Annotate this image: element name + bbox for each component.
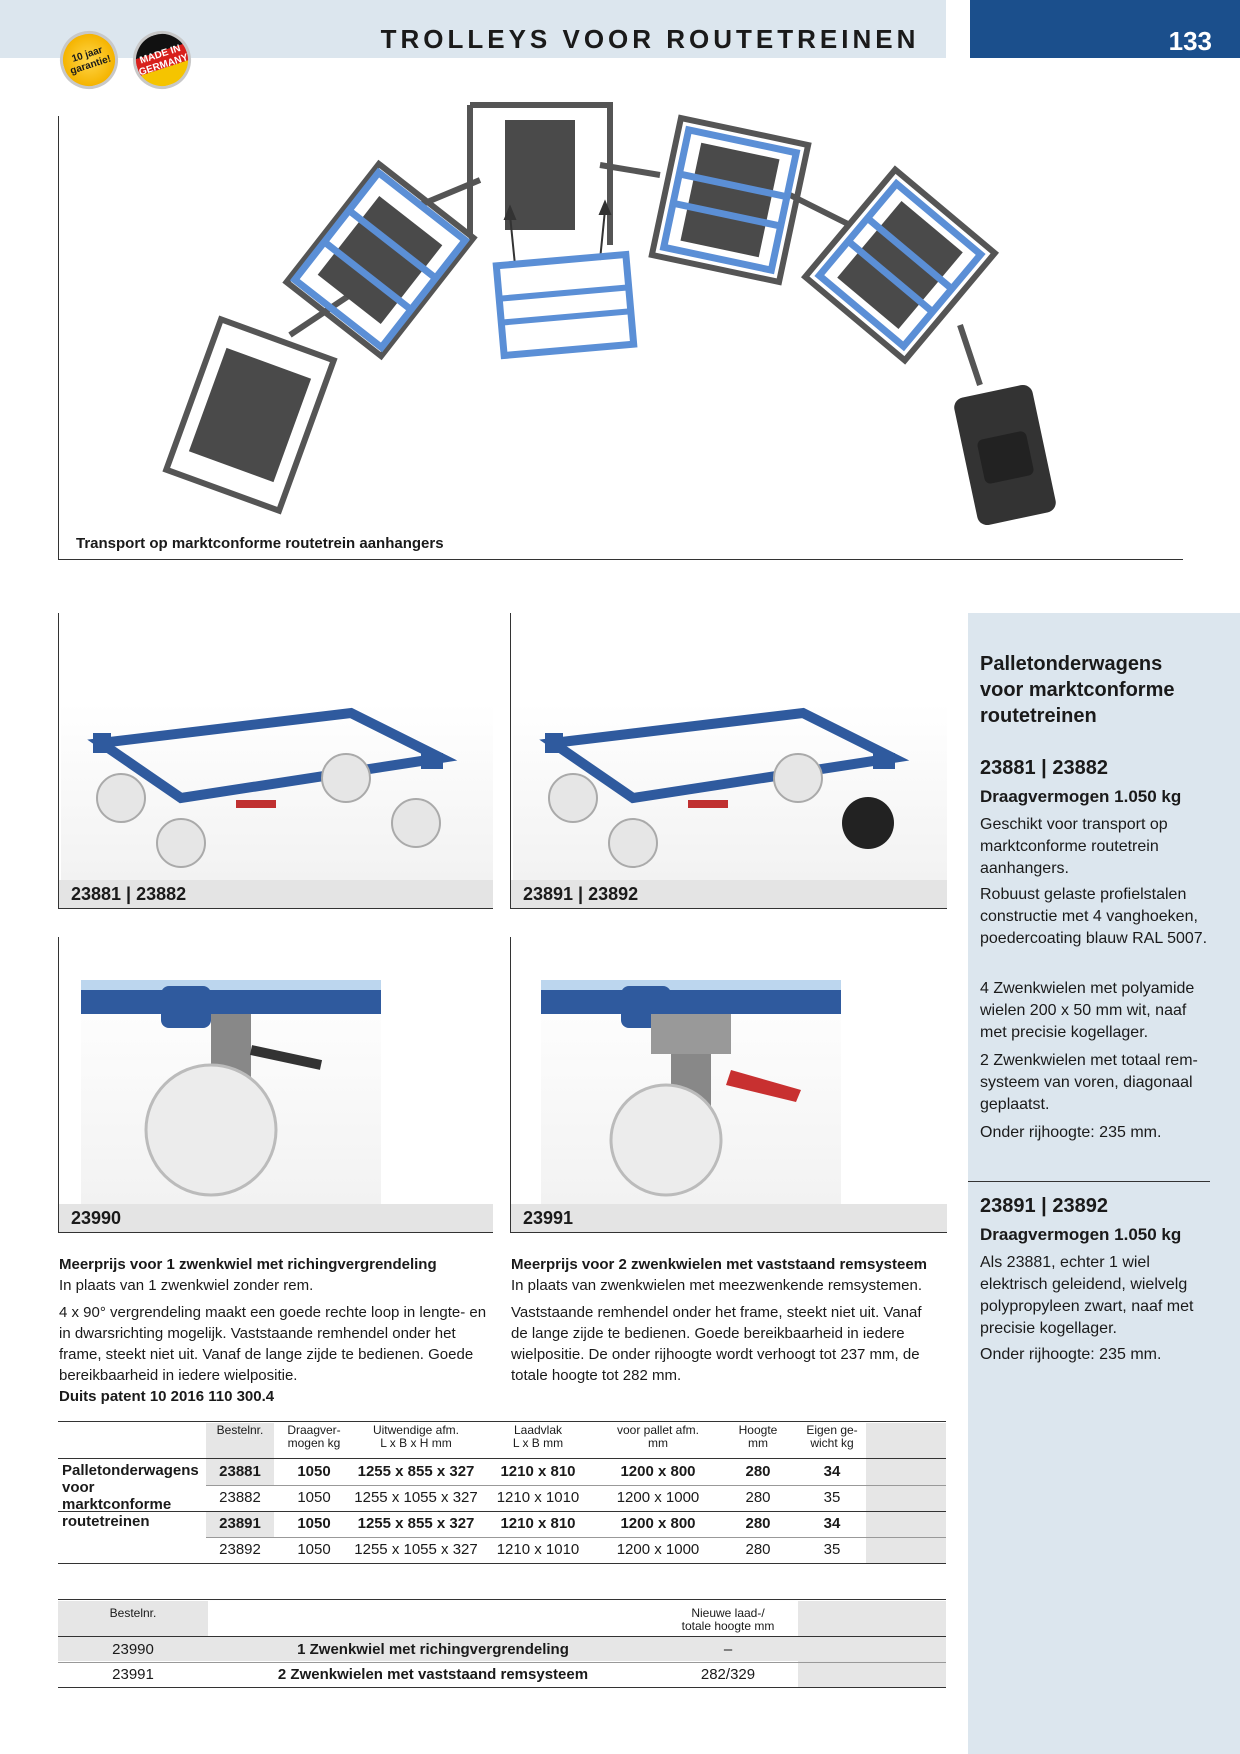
spec-table-header-cell: Draagver- mogen kg bbox=[287, 1423, 341, 1450]
sidebar-text-1: Geschikt voor transport op marktconforme… bbox=[980, 816, 1168, 877]
spec-table-cell: 23882 bbox=[219, 1489, 261, 1506]
spec-table-cell: 1200 x 1000 bbox=[616, 1541, 700, 1558]
option-1-description: Meerprijs voor 1 zwenkwiel met richingve… bbox=[59, 1254, 489, 1407]
sidebar-capacity-2: Draagvermogen 1.050 kg bbox=[980, 1225, 1182, 1244]
option-table-cell: 282/329 bbox=[700, 1666, 756, 1683]
spec-table-cell: 1255 x 1055 x 327 bbox=[354, 1541, 478, 1558]
sidebar-text-3: 4 Zwenkwielen met polyamide wielen 200 x… bbox=[980, 980, 1195, 1041]
spec-table-cell: 280 bbox=[745, 1463, 771, 1480]
spec-table-cell: 280 bbox=[745, 1489, 771, 1506]
panel-caption-2: 23891 | 23892 bbox=[511, 880, 947, 909]
option-2-paragraph: Vaststaande remhendel onder het frame, s… bbox=[511, 1304, 922, 1384]
spec-table-cell: 1210 x 810 bbox=[500, 1463, 576, 1480]
spec-table-cell: 1050 bbox=[297, 1463, 331, 1480]
sidebar-divider bbox=[968, 1181, 1210, 1182]
option-table-cell: 23991 bbox=[112, 1666, 154, 1683]
option-table-cell: 2 Zwenkwielen met vaststaand remsysteem bbox=[277, 1666, 589, 1683]
product-sidebar bbox=[968, 613, 1240, 1754]
product-photo-panel-4: 23991 bbox=[510, 937, 947, 1233]
spec-table-cell: 23891 bbox=[219, 1515, 261, 1532]
spec-table-cell: 1200 x 800 bbox=[620, 1515, 696, 1532]
trolley-photo-1 bbox=[61, 703, 493, 881]
trolley-blue-conductive-wheel-icon bbox=[539, 707, 910, 868]
spec-table-cell: 23881 bbox=[219, 1463, 261, 1480]
warranty-badge-text: 10 jaar garantie! bbox=[68, 44, 113, 77]
product-photo-panel-3: 23990 bbox=[58, 937, 493, 1233]
product-spec-table: Bestelnr. Draagver- mogen kg Uitwendige af… bbox=[58, 1421, 946, 1565]
spec-table-cell: 1200 x 1000 bbox=[616, 1489, 700, 1506]
swivel-wheel-direction-lock-icon bbox=[81, 980, 381, 1197]
spec-table-cell: 1255 x 855 x 327 bbox=[357, 1515, 475, 1532]
option-2-description: Meerprijs voor 2 zwenkwielen met vaststa… bbox=[511, 1254, 941, 1386]
spec-table-cell: 1210 x 1010 bbox=[496, 1541, 580, 1558]
spec-table-cell: 1255 x 1055 x 327 bbox=[354, 1489, 478, 1506]
panel-caption-3: 23990 bbox=[59, 1204, 493, 1233]
spec-table-header-cell: voor pallet afm. mm bbox=[616, 1423, 700, 1450]
spec-table-cell: 34 bbox=[823, 1515, 841, 1532]
hero-caption: Transport op marktconforme routetrein aa… bbox=[76, 535, 444, 552]
option-table-header-bestelnr: Bestelnr. bbox=[109, 1606, 157, 1620]
spec-table-header-cell: Eigen ge- wicht kg bbox=[806, 1423, 858, 1450]
spec-table-cell: 1050 bbox=[297, 1515, 331, 1532]
option-price-table: Bestelnr. Nieuwe laad-/ totale hoogte mm… bbox=[58, 1599, 946, 1689]
panel-caption-1: 23881 | 23882 bbox=[59, 880, 493, 909]
sidebar-text-7: Onder rijhoogte: 235 mm. bbox=[980, 1346, 1162, 1363]
option-table-cell: 1 Zwenkwiel met richingvergrendeling bbox=[297, 1641, 569, 1658]
spec-table-cell: 35 bbox=[823, 1489, 841, 1506]
spec-table-cell: 35 bbox=[823, 1541, 841, 1558]
fixed-brake-photo bbox=[541, 980, 841, 1205]
option-2-line: In plaats van zwenkwielen met meezwenken… bbox=[511, 1277, 923, 1294]
option-1-paragraph: 4 x 90° vergrendeling maakt een goede re… bbox=[59, 1304, 487, 1384]
spec-table-row-label: Palletonderwagens voor marktconforme rou… bbox=[62, 1462, 199, 1530]
option-1-patent: Duits patent 10 2016 110 300.4 bbox=[59, 1388, 275, 1405]
page-title: TROLLEYS VOOR ROUTETREINEN bbox=[380, 24, 920, 54]
option-table-cell: – bbox=[723, 1641, 733, 1658]
page-number: 133 bbox=[1168, 26, 1212, 56]
sidebar-title: Palletonderwagens voor marktconforme rou… bbox=[980, 653, 1175, 727]
spec-table-header-cell: Uitwendige afm. L x B x H mm bbox=[372, 1423, 460, 1450]
spec-table-cell: 1255 x 855 x 327 bbox=[357, 1463, 475, 1480]
spec-table-header-cell: Hoogte mm bbox=[738, 1423, 778, 1450]
option-2-heading: Meerprijs voor 2 zwenkwielen met vaststa… bbox=[511, 1256, 928, 1273]
option-1-heading: Meerprijs voor 1 zwenkwiel met richingve… bbox=[59, 1256, 437, 1273]
spec-table-cell: 1200 x 800 bbox=[620, 1463, 696, 1480]
option-table-cell: 23990 bbox=[112, 1641, 154, 1658]
wheel-lock-photo bbox=[81, 980, 381, 1205]
product-photo-panel-1: 23881 | 23882 bbox=[58, 613, 493, 909]
spec-table-cell: 280 bbox=[745, 1515, 771, 1532]
spec-table-cell: 34 bbox=[823, 1463, 841, 1480]
option-table-header-height: Nieuwe laad-/ totale hoogte mm bbox=[681, 1606, 775, 1633]
spec-table-cell: 1210 x 810 bbox=[500, 1515, 576, 1532]
page-number-box: 133 bbox=[970, 0, 1240, 58]
trolley-photo-2 bbox=[513, 703, 947, 881]
sidebar-text-6: Als 23881, echter 1 wiel elektrisch gele… bbox=[980, 1254, 1194, 1337]
swivel-wheel-fixed-brake-icon bbox=[541, 980, 841, 1197]
sidebar-code-2: 23891 | 23892 bbox=[980, 1195, 1108, 1217]
made-in-germany-text: MADE IN GERMANY bbox=[137, 43, 190, 79]
sidebar-code-1: 23881 | 23882 bbox=[980, 757, 1108, 779]
sidebar-text-4: 2 Zwenkwielen met totaal rem-systeem van… bbox=[980, 1052, 1198, 1113]
option-1-line: In plaats van 1 zwenkwiel zonder rem. bbox=[59, 1277, 314, 1294]
sidebar-text-5: Onder rijhoogte: 235 mm. bbox=[980, 1124, 1162, 1141]
product-photo-panel-2: 23891 | 23892 bbox=[510, 613, 947, 909]
spec-table-cell: 1050 bbox=[297, 1489, 331, 1506]
trolley-blue-4-wheel-icon bbox=[87, 707, 458, 868]
panel-caption-4: 23991 bbox=[511, 1204, 947, 1233]
sidebar-text-2: Robuust gelaste profielstalen constructi… bbox=[980, 886, 1208, 947]
spec-table-header-cell: Bestelnr. bbox=[216, 1423, 264, 1437]
sidebar-capacity-1: Draagvermogen 1.050 kg bbox=[980, 787, 1182, 806]
hero-frame bbox=[58, 116, 1183, 560]
spec-table-header-cell: Laadvlak L x B mm bbox=[512, 1423, 564, 1450]
spec-table-cell: 23892 bbox=[219, 1541, 261, 1558]
spec-table-cell: 1050 bbox=[297, 1541, 331, 1558]
route-train-diagram bbox=[162, 102, 1056, 526]
spec-table-cell: 280 bbox=[745, 1541, 771, 1558]
spec-table-cell: 1210 x 1010 bbox=[496, 1489, 580, 1506]
